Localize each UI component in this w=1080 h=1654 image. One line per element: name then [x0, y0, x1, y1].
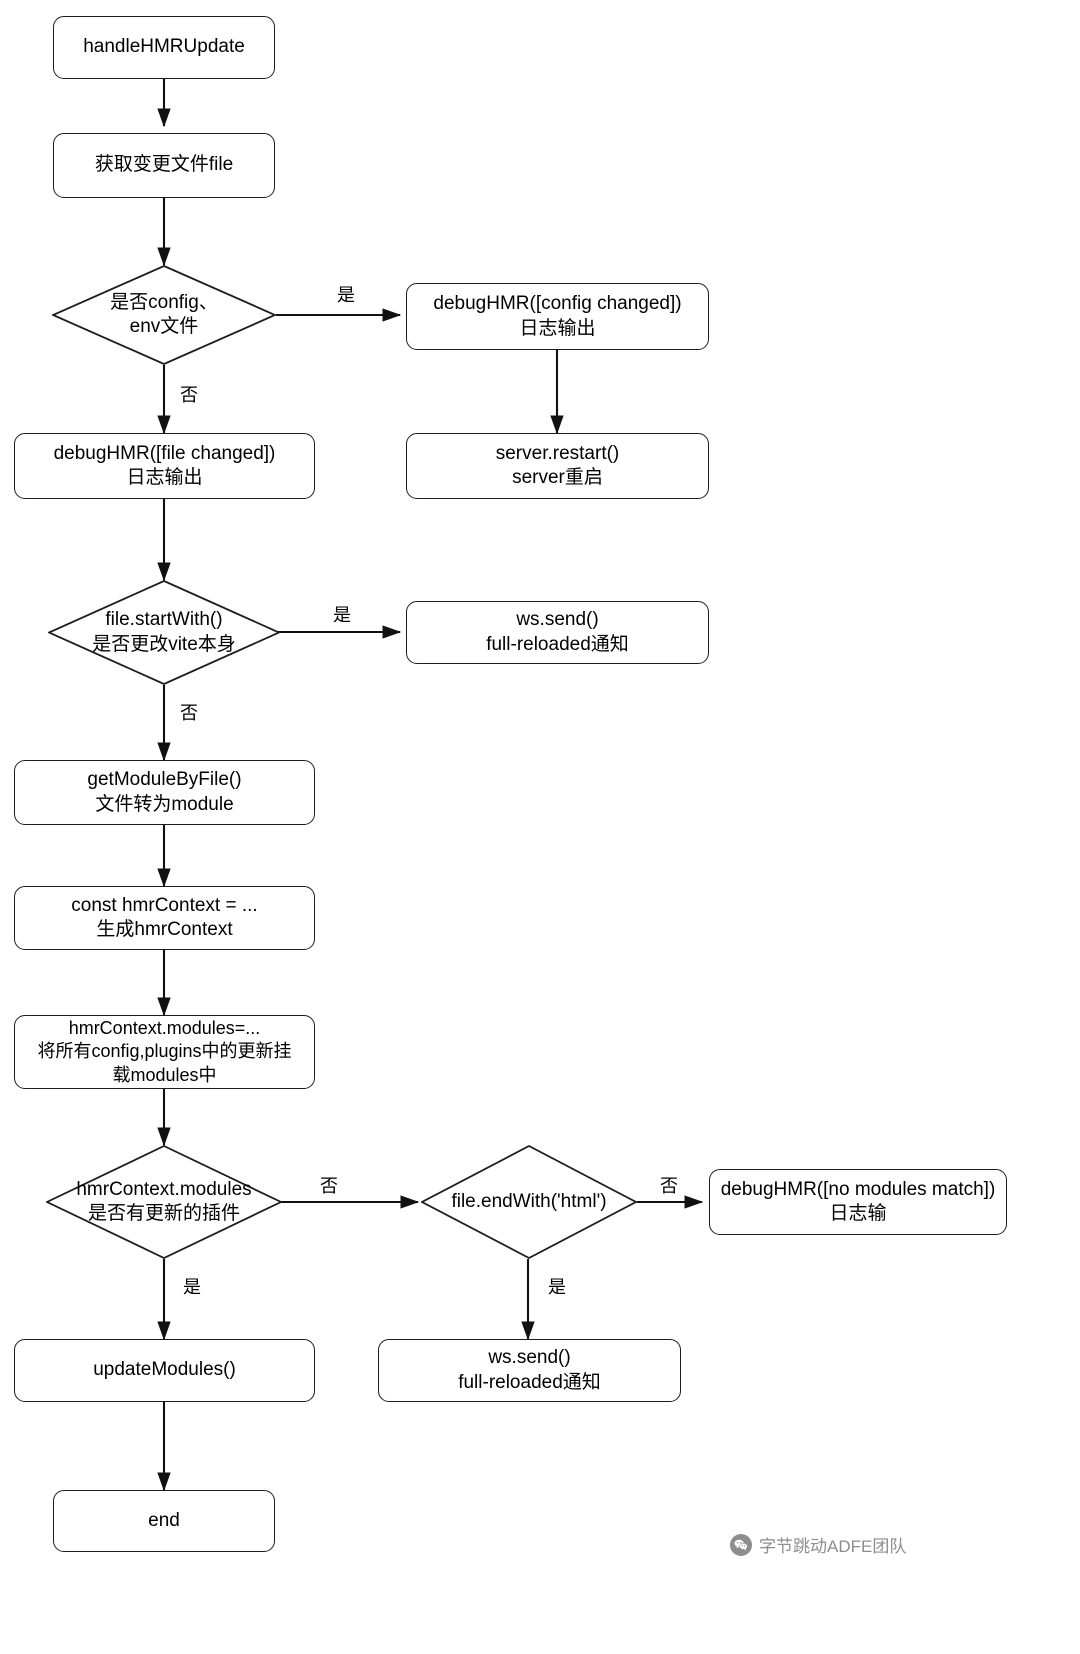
node-server-restart-label: server.restart() server重启 [495, 442, 620, 488]
node-end-label: end [148, 1509, 180, 1531]
node-start-with-decision[interactable]: file.startWith() 是否更改vite本身 [48, 580, 280, 685]
edge-label-is-config-yes: 是 [337, 285, 355, 305]
node-get-module-by-file-label: getModuleByFile() 文件转为module [87, 769, 242, 815]
diamond-outline [48, 580, 280, 685]
node-start-with-label: file.startWith() 是否更改vite本身 [92, 609, 236, 655]
watermark-label: 字节跳动ADFE团队 [759, 1537, 907, 1556]
node-start[interactable]: handleHMRUpdate [53, 16, 275, 79]
edge-label-has-plugin-no: 否 [320, 1176, 338, 1196]
node-update-modules[interactable]: updateModules() [14, 1339, 315, 1402]
node-create-hmr-context-label: const hmrContext = ... 生成hmrContext [71, 894, 258, 940]
node-file-endswith-html-label: file.endWith('html') [451, 1190, 607, 1212]
node-file-endswith-html-decision[interactable]: file.endWith('html') [421, 1145, 637, 1259]
node-get-file[interactable]: 获取变更文件file [53, 133, 275, 198]
node-ws-send-full-reload-2-label: ws.send() full-reloaded通知 [458, 1347, 601, 1393]
node-hmr-context-modules-label: hmrContext.modules=... 将所有config,plugins… [37, 1018, 292, 1085]
edge-label-start-with-yes: 是 [333, 605, 351, 625]
watermark: 字节跳动ADFE团队 [730, 1532, 906, 1557]
diamond-outline [52, 265, 276, 365]
wechat-icon [730, 1533, 752, 1556]
node-is-config-decision[interactable]: 是否config、 env文件 [52, 265, 276, 365]
node-get-module-by-file[interactable]: getModuleByFile() 文件转为module [14, 760, 315, 825]
node-ws-send-full-reload-1[interactable]: ws.send() full-reloaded通知 [406, 601, 709, 664]
node-has-updated-plugin-decision[interactable]: hmrContext.modules 是否有更新的插件 [46, 1145, 282, 1259]
node-ws-send-full-reload-1-label: ws.send() full-reloaded通知 [486, 609, 629, 655]
diamond-outline [421, 1145, 637, 1259]
edge-label-start-with-no: 否 [180, 703, 198, 723]
node-end[interactable]: end [53, 1490, 275, 1552]
edge-label-is-config-no: 否 [180, 385, 198, 405]
edge-label-has-plugin-yes: 是 [183, 1277, 201, 1297]
node-start-label: handleHMRUpdate [83, 36, 245, 58]
node-server-restart[interactable]: server.restart() server重启 [406, 433, 709, 499]
diamond-outline [46, 1145, 282, 1259]
node-no-modules-match-label: debugHMR([no modules match]) 日志输 [720, 1178, 996, 1224]
node-get-file-label: 获取变更文件file [94, 154, 234, 176]
node-debug-file-changed-label: debugHMR([file changed]) 日志输出 [53, 442, 276, 488]
node-no-modules-match[interactable]: debugHMR([no modules match]) 日志输 [709, 1169, 1007, 1235]
node-debug-config-changed[interactable]: debugHMR([config changed]) 日志输出 [406, 283, 709, 350]
node-ws-send-full-reload-2[interactable]: ws.send() full-reloaded通知 [378, 1339, 681, 1402]
node-has-updated-plugin-label: hmrContext.modules 是否有更新的插件 [76, 1178, 252, 1224]
node-create-hmr-context[interactable]: const hmrContext = ... 生成hmrContext [14, 886, 315, 950]
edge-label-endswith-no: 否 [660, 1176, 678, 1196]
node-update-modules-label: updateModules() [93, 1359, 236, 1381]
node-is-config-label: 是否config、 env文件 [110, 291, 218, 337]
node-debug-config-changed-label: debugHMR([config changed]) 日志输出 [433, 293, 682, 339]
node-debug-file-changed[interactable]: debugHMR([file changed]) 日志输出 [14, 433, 315, 499]
edge-label-endswith-yes: 是 [548, 1277, 566, 1297]
node-hmr-context-modules[interactable]: hmrContext.modules=... 将所有config,plugins… [14, 1015, 315, 1089]
